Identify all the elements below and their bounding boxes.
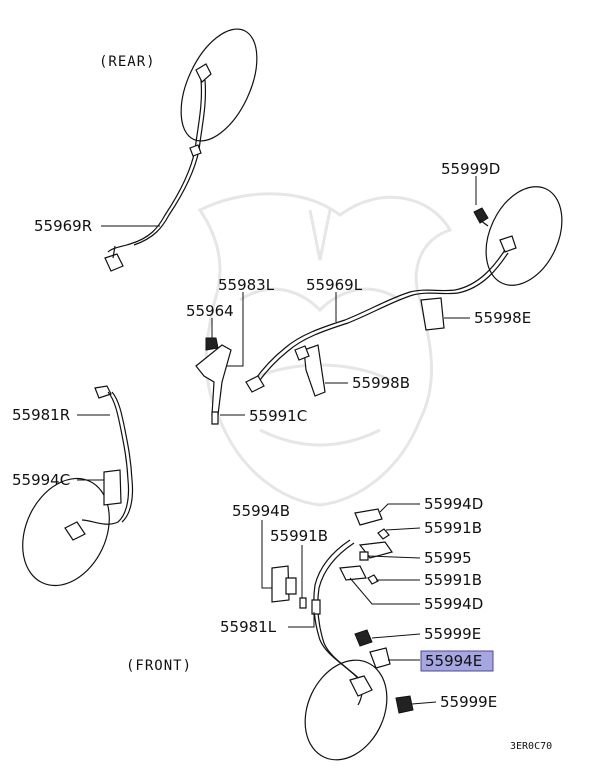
bolt-55991C: [211, 411, 219, 425]
label-55991B-b[interactable]: 55991B: [270, 527, 328, 545]
label-55991B-c[interactable]: 55991B: [424, 571, 482, 589]
bracket-55994C: [103, 469, 122, 506]
label-55994D-bottom[interactable]: 55994D: [424, 595, 483, 613]
front-left-sensor: [349, 675, 373, 697]
highlight-55994E: [420, 650, 494, 672]
watermark-emblem: [197, 192, 453, 507]
label-55999D[interactable]: 55999D: [441, 160, 500, 178]
bracket-55998B: [303, 344, 326, 397]
reference-code: 3ER0C70: [510, 741, 552, 752]
label-55969R[interactable]: 55969R: [34, 217, 92, 235]
bolt-55991B-a: [377, 528, 390, 540]
bracket-55994E: [369, 647, 391, 669]
leader-lines: [77, 176, 477, 705]
label-55983L[interactable]: 55983L: [218, 276, 275, 294]
bolt-55999E-b: [395, 695, 414, 714]
bolt-55999D: [473, 207, 489, 224]
label-55964[interactable]: 55964: [186, 302, 234, 320]
rear-right-connector: [104, 253, 124, 272]
rear-left-rotor: [485, 186, 563, 286]
label-55969L[interactable]: 55969L: [306, 276, 363, 294]
front-right-rotor: [22, 477, 110, 587]
bracket-55998E: [420, 297, 445, 331]
front-left-assembly: [271, 508, 414, 761]
label-55999E-a[interactable]: 55999E: [424, 625, 481, 643]
clip-55995: [359, 551, 369, 561]
label-55981R[interactable]: 55981R: [12, 406, 70, 424]
front-right-upper-clip: [94, 385, 112, 399]
label-55994C[interactable]: 55994C: [12, 471, 70, 489]
bracket-55994B: [271, 565, 290, 603]
bolt-55991B-b: [299, 597, 307, 609]
rear-right-sensor: [195, 63, 212, 83]
label-55994B[interactable]: 55994B: [232, 502, 290, 520]
nut-55964: [205, 337, 219, 351]
label-55994D-top[interactable]: 55994D: [424, 495, 483, 513]
bracket-55994D-bottom: [339, 565, 367, 581]
bolt-55999E-a: [354, 629, 373, 647]
label-55998B[interactable]: 55998B: [352, 374, 410, 392]
bracket-55994D-top: [354, 508, 383, 526]
rear-right-rotor: [180, 28, 258, 142]
rear-left-connector: [245, 375, 265, 393]
front-right-assembly: [22, 385, 134, 587]
rear-right-assembly: [104, 28, 258, 272]
label-55995[interactable]: 55995: [424, 549, 472, 567]
label-55991B-a[interactable]: 55991B: [424, 519, 482, 537]
caption-front: (FRONT): [126, 658, 192, 674]
label-55994E[interactable]: 55994E: [425, 652, 482, 670]
rear-left-sensor: [499, 235, 517, 253]
label-55991C[interactable]: 55991C: [249, 407, 307, 425]
bolt-55991B-c: [367, 574, 379, 585]
label-55998E[interactable]: 55998E: [474, 309, 531, 327]
label-55999E-b[interactable]: 55999E: [440, 693, 497, 711]
caption-rear: (REAR): [99, 54, 156, 70]
label-55981L[interactable]: 55981L: [220, 618, 277, 636]
bracket-55983L: [195, 344, 232, 416]
rear-left-assembly: [195, 186, 563, 425]
front-right-sensor: [64, 521, 86, 541]
